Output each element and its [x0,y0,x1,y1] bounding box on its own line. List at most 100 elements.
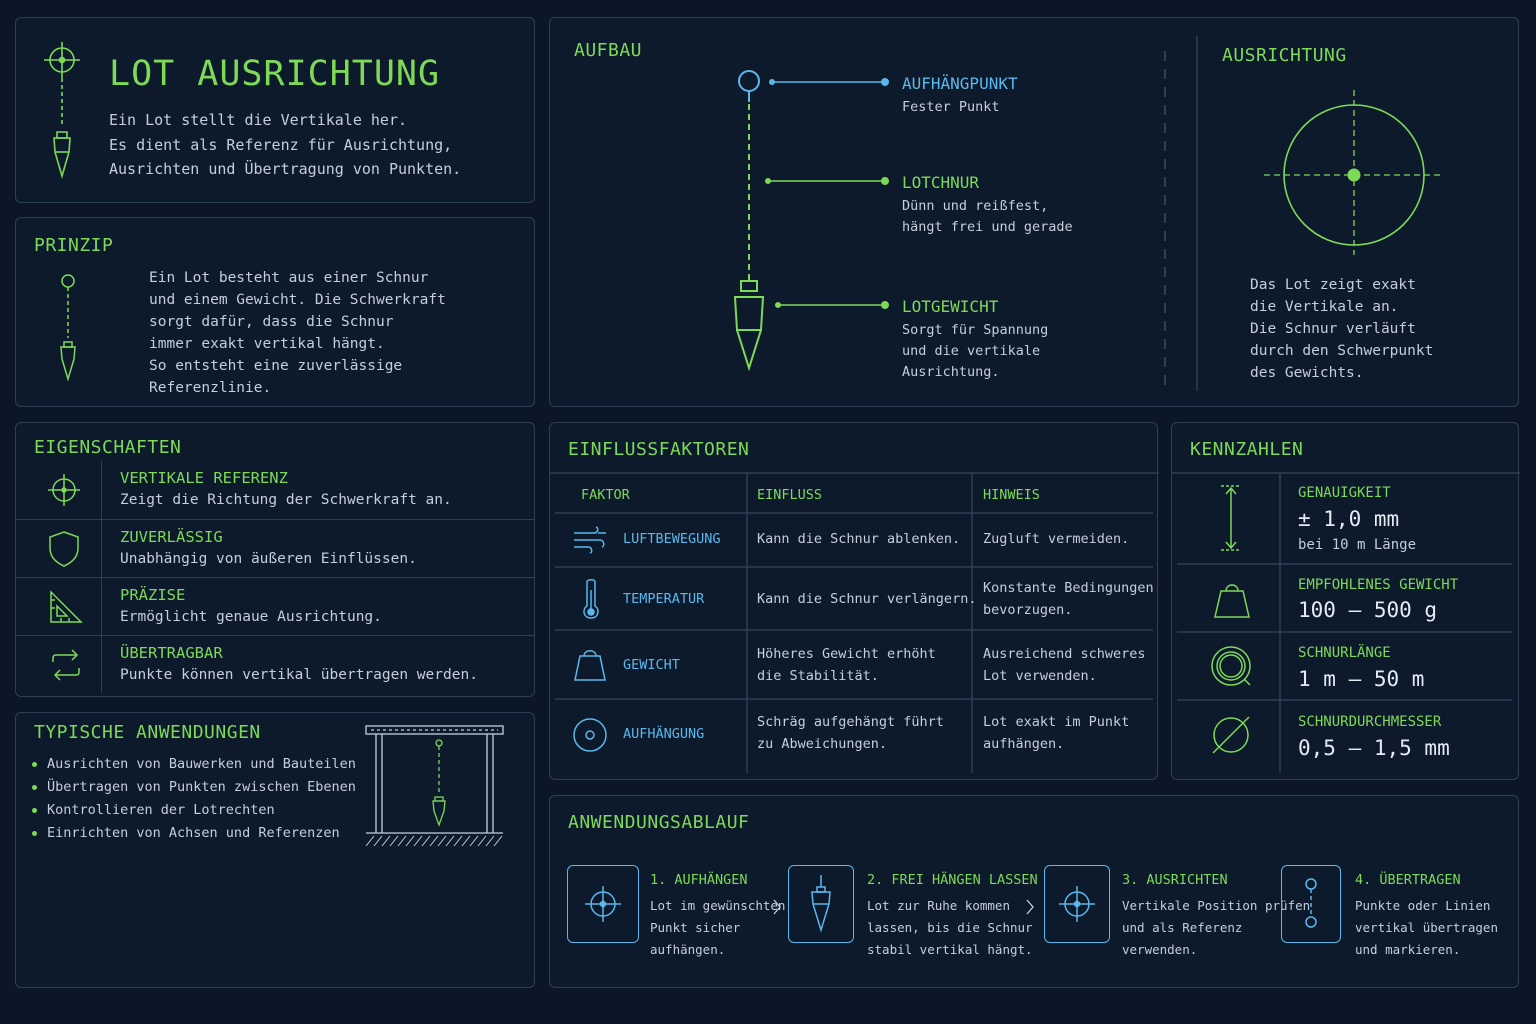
eigenschaften-panel: EIGENSCHAFTEN VERTIKALE REFERENZ Zeigt d… [15,422,535,697]
list-item: Einrichten von Achsen und Referenzen [32,822,356,845]
property-text: Ermöglicht genaue Ausrichtung. [120,609,382,625]
table-cell: Höheres Gewicht erhöht [757,646,936,662]
target-icon [573,718,607,752]
prinzip-panel: PRINZIP Ein Lot besteht aus einer Schnur… [15,217,535,407]
property-title: VERTIKALE REFERENZ [120,469,288,487]
prinzip-line-3: sorgt dafür, dass die Schnur [149,314,394,330]
factor-label: GEWICHT [623,657,680,673]
kennzahlen-panel: KENNZAHLEN GENAUIGKEIT ± 1,0 mm bei 10 m… [1171,422,1520,780]
step-title: 3. AUSRICHTEN [1122,872,1228,888]
ausrichtung-line: Die Schnur verläuft [1250,321,1416,337]
eigenschaften-title: EIGENSCHAFTEN [34,437,182,458]
step-icon-box [788,865,854,943]
step-icon-box [1044,865,1110,943]
part-text: hängt frei und gerade [902,219,1073,235]
property-title: ZUVERLÄSSIG [120,528,223,546]
list-item: Ausrichten von Bauwerken und Bauteilen [32,753,356,776]
step-text: stabil vertikal hängt. [867,942,1033,957]
prinzip-line-6: Referenzlinie. [149,380,272,396]
column-header: FAKTOR [581,487,630,503]
diameter-icon [1212,716,1250,754]
table-cell: zu Abweichungen. [757,736,888,752]
plumb-bob-icon [811,875,831,933]
property-row: PRÄZISE Ermöglicht genaue Ausrichtung. [16,577,534,635]
factor-label: AUFHÄNGUNG [623,726,705,742]
kennzahl-value: 1 m – 50 m [1298,667,1425,691]
property-text: Punkte können vertikal übertragen werden… [120,667,478,683]
shield-icon [49,531,79,567]
part-text: Fester Punkt [902,99,1000,115]
header-line-1: Ein Lot stellt die Vertikale her. [109,111,408,129]
table-cell: die Stabilität. [757,668,879,684]
part-text: Ausrichtung. [902,364,1000,380]
property-row: ÜBERTRAGBAR Punkte können vertikal übert… [16,635,534,693]
table-cell: Konstante Bedingungen [983,580,1154,596]
step-text: Punkt sicher [650,920,741,935]
table-cell: Zugluft vermeiden. [983,531,1130,547]
part-title-lotchnur: LOTCHNUR [902,173,980,192]
prinzip-line-1: Ein Lot besteht aus einer Schnur [149,270,429,286]
step-text: vertikal übertragen [1355,920,1498,935]
step-text: Lot im gewünschten [650,898,786,913]
weight-icon [1214,584,1250,618]
kennzahlen-grid [1172,472,1520,773]
kennzahl-sub: bei 10 m Länge [1298,537,1417,553]
ablauf-panel: ANWENDUNGSABLAUF 1. AUFHÄNGEN Lot im gew… [549,795,1519,988]
section-divider [1164,36,1198,391]
table-cell: Kann die Schnur verlängern. [757,591,977,607]
prinzip-title: PRINZIP [34,235,114,256]
property-text: Zeigt die Richtung der Schwerkraft an. [120,492,452,508]
anwendungen-list: Ausrichten von Bauwerken und Bauteilen Ü… [32,753,356,845]
property-text: Unabhängig von äußeren Einflüssen. [120,551,417,567]
step-title: 4. ÜBERTRAGEN [1355,872,1461,888]
step-text: und markieren. [1355,942,1461,957]
part-title-aufhaengpunkt: AUFHÄNGPUNKT [902,74,1018,93]
aufbau-title: AUFBAU [574,40,643,61]
step-text: Vertikale Position prüfen [1122,898,1311,913]
einflussfaktoren-title: EINFLUSSFAKTOREN [568,439,750,460]
step-text: Lot zur Ruhe kommen [867,898,1010,913]
list-item: Kontrollieren der Lotrechten [32,799,356,822]
table-grid [550,472,1159,773]
table-cell: Lot exakt im Punkt [983,714,1130,730]
kennzahlen-title: KENNZAHLEN [1190,439,1304,460]
part-title-lotgewicht: LOTGEWICHT [902,297,999,316]
part-text: Dünn und reißfest, [902,198,1049,214]
prinzip-line-5: So entsteht eine zuverlässige [149,358,403,374]
header-line-3: Ausrichten und Übertragung von Punkten. [109,160,462,178]
crosshair-icon [1059,886,1095,922]
column-header: HINWEIS [983,487,1040,503]
step-title: 2. FREI HÄNGEN LASSEN [867,872,1038,888]
alignment-target-icon [1264,90,1444,255]
height-arrow-icon [1221,485,1241,551]
chevron-right-icon [773,899,781,915]
factor-label: TEMPERATUR [623,591,705,607]
ausrichtung-line: des Gewichts. [1250,365,1364,381]
weight-icon [574,650,606,681]
step-text: lassen, bis die Schnur [867,920,1033,935]
crosshair-icon [48,474,80,506]
step-text: verwenden. [1122,942,1198,957]
property-row: VERTIKALE REFERENZ Zeigt die Richtung de… [16,461,534,519]
step-text: aufhängen. [650,942,726,957]
table-cell: Schräg aufgehängt führt [757,714,944,730]
string-coil-icon [1211,646,1251,686]
kennzahl-label: GENAUIGKEIT [1298,485,1391,501]
table-cell: Ausreichend schweres [983,646,1146,662]
table-cell: Lot verwenden. [983,668,1097,684]
ausrichtung-line: Das Lot zeigt exakt [1250,277,1416,293]
header-line-2: Es dient als Referenz für Ausrichtung, [109,136,453,154]
table-cell: Kann die Schnur ablenken. [757,531,961,547]
building-plumb-illustration [365,725,504,847]
column-header: EINFLUSS [757,487,823,503]
crosshair-icon [585,886,621,922]
step-text: und als Referenz [1122,920,1243,935]
ausrichtung-line: die Vertikale an. [1250,299,1399,315]
transfer-arrows-icon [52,649,80,681]
part-text: und die vertikale [902,343,1041,359]
plumb-bob-crosshair-icon [44,42,80,179]
property-title: ÜBERTRAGBAR [120,644,223,662]
list-item: Übertragen von Punkten zwischen Ebenen [32,776,356,799]
ausrichtung-title: AUSRICHTUNG [1222,45,1347,66]
step-icon-box [567,865,639,943]
